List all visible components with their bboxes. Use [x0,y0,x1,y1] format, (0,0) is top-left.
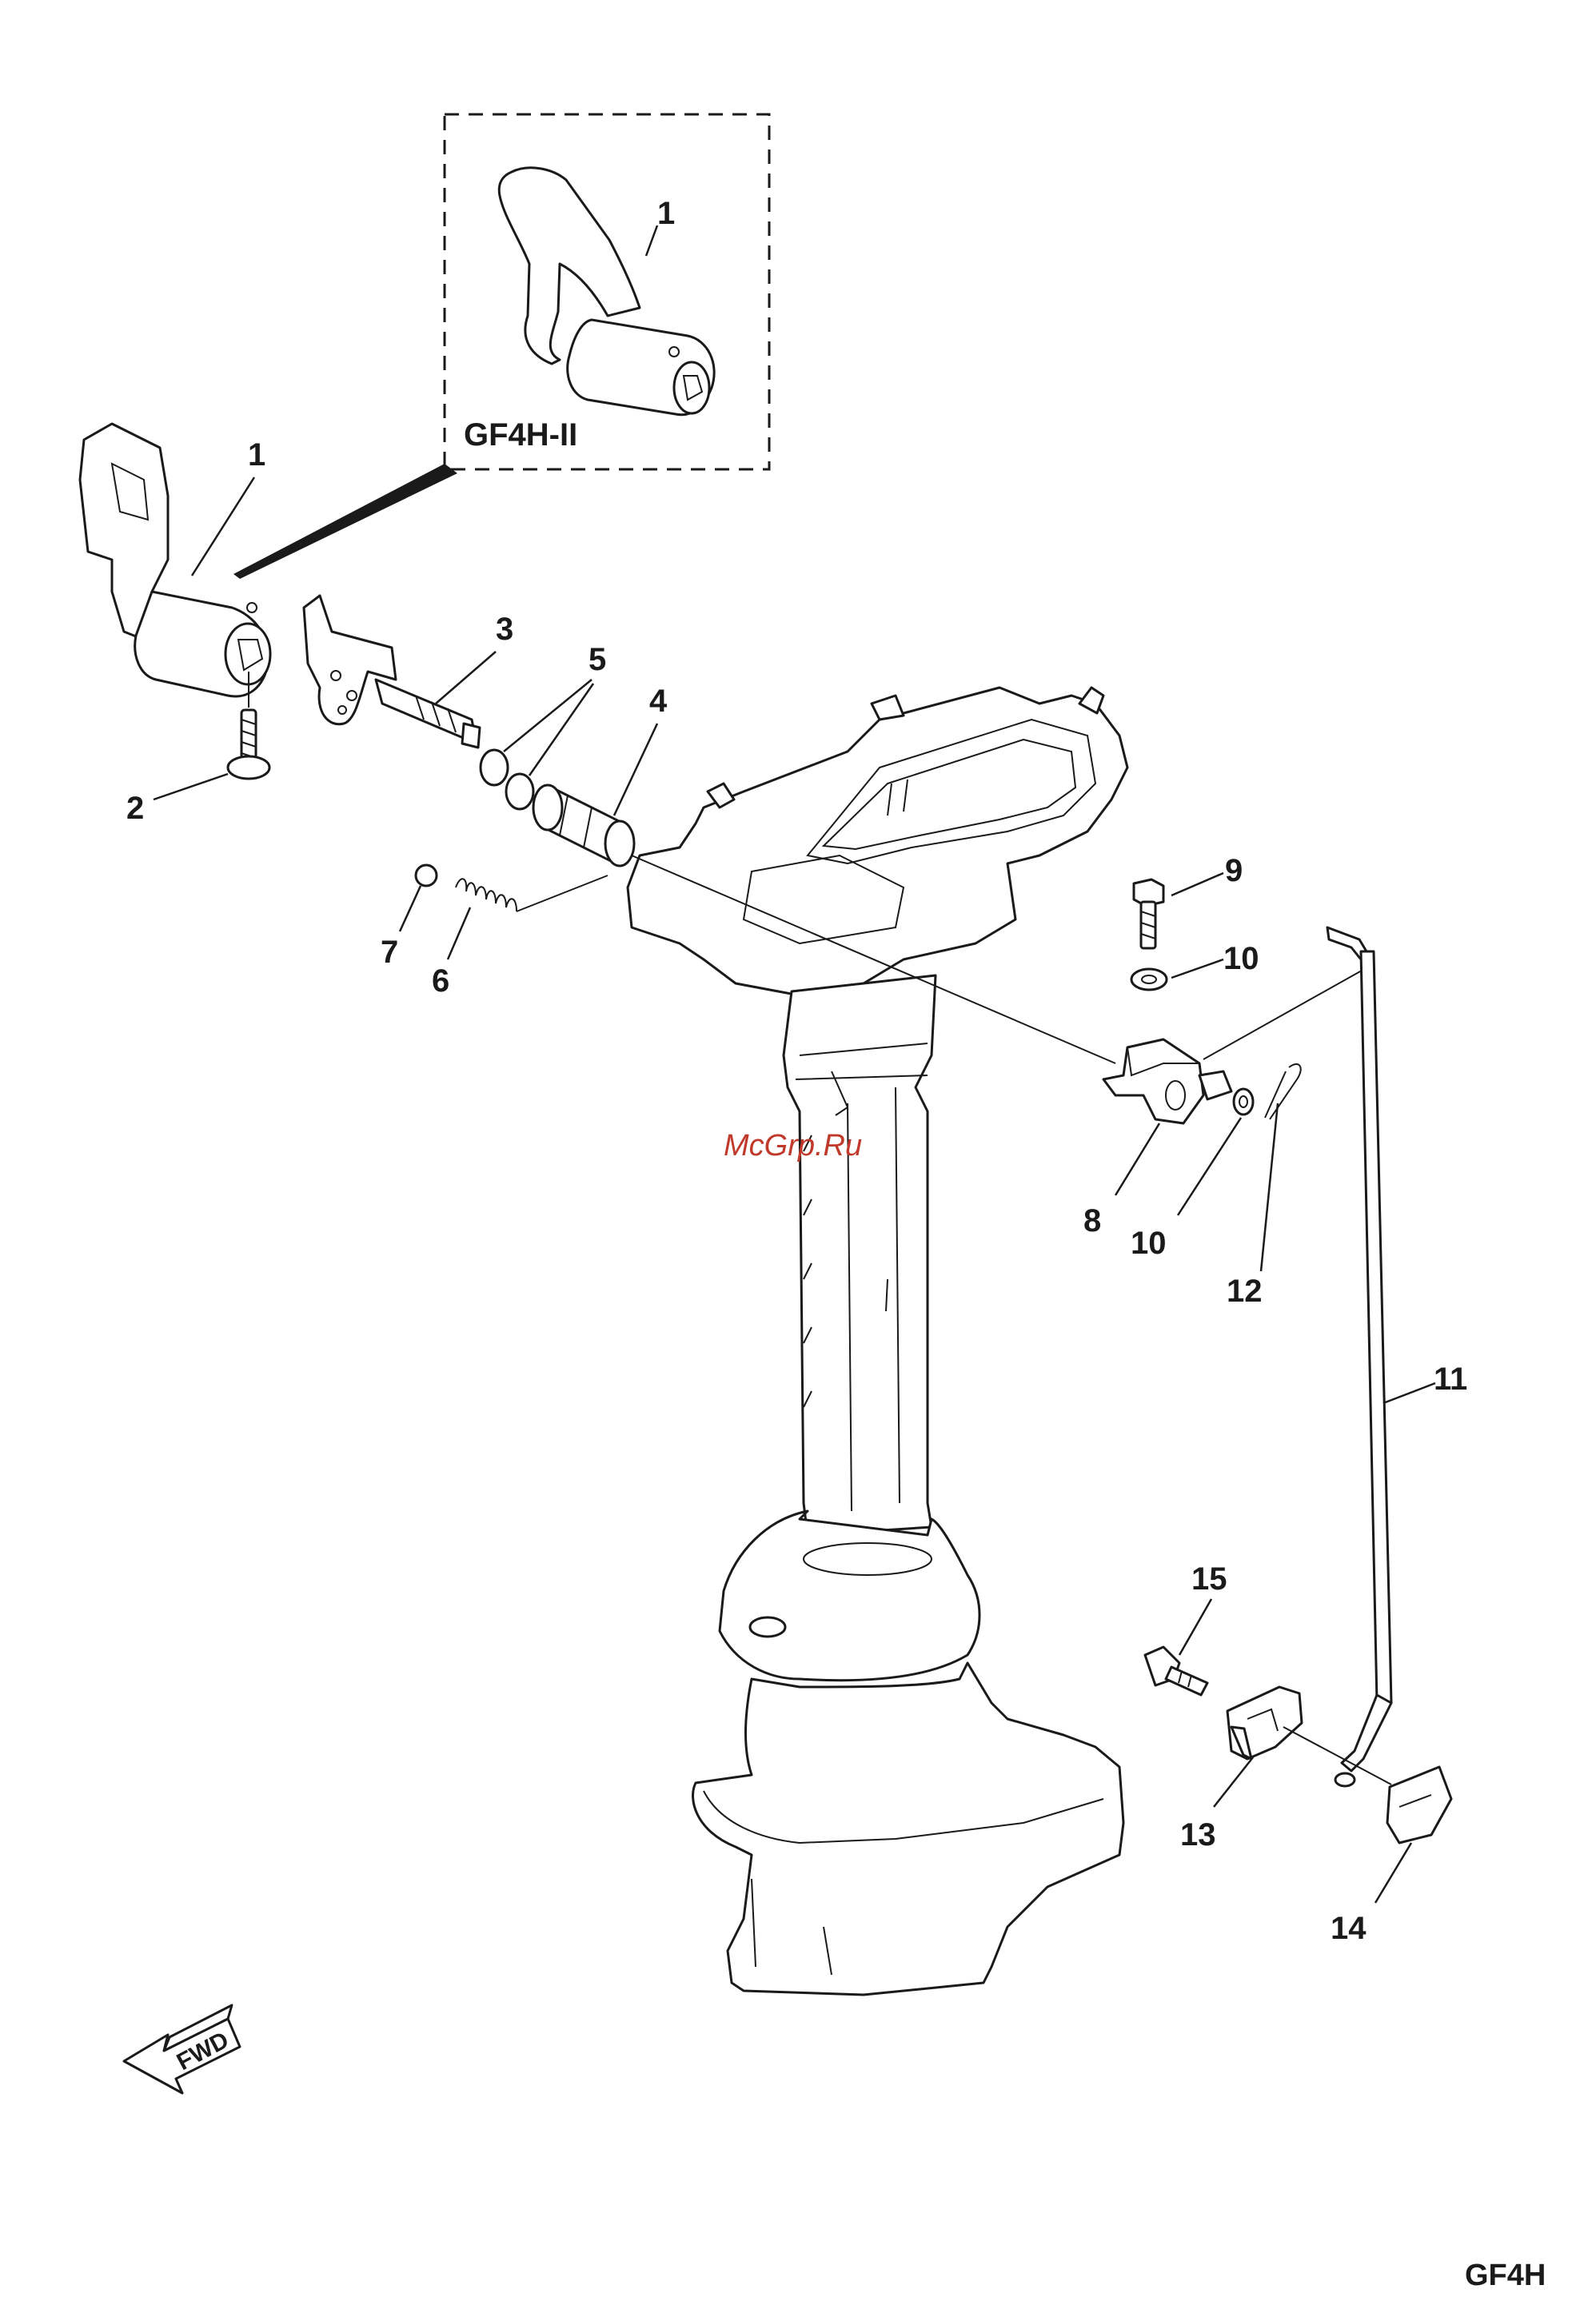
inset-lever-bore [674,362,709,413]
leader-1-inset [646,225,657,256]
leader-7 [400,886,421,931]
part-1-shift-lever [80,424,270,696]
callout-6: 6 [432,963,449,999]
leader-4 [614,724,657,816]
leader-10b [1178,1118,1241,1215]
leader-5a [504,680,592,752]
leader-15 [1179,1599,1211,1655]
part-11-shift-rod [1327,927,1391,1786]
callout-3: 3 [496,612,513,647]
leader-12 [1261,1103,1278,1271]
callout-1: 1 [248,437,265,473]
part-10-washer-side [1234,1089,1253,1115]
part-8-bracket [1103,1039,1231,1123]
callout-9: 9 [1225,853,1243,888]
callout-10a: 10 [1223,941,1259,976]
part-13-clamp [1227,1687,1302,1759]
part-10-washer-top [1131,969,1167,990]
callout-12: 12 [1227,1274,1263,1309]
part-14-clip [1387,1767,1451,1843]
leader-6 [448,907,470,959]
leader-14 [1375,1843,1411,1903]
callout-11: 11 [1434,1362,1467,1397]
housing-mount-hole [750,1617,785,1637]
part-9-bolt [1134,879,1163,948]
callout-1-inset: 1 [657,196,675,231]
callout-14: 14 [1331,1911,1367,1946]
inset-shift-lever [499,168,714,415]
leader-9 [1171,873,1223,895]
leader-11 [1383,1383,1435,1403]
inset-group: GF4H-II 1 [445,114,769,469]
part-15-bolt [1145,1647,1207,1695]
callout-15: 15 [1191,1561,1227,1597]
fwd-arrow-icon: FWD [124,2005,240,2093]
part-3-shift-rod [304,596,480,748]
part-12-cotter-pin [1265,1064,1301,1119]
model-code: GF4H [1465,2259,1546,2292]
callout-5: 5 [589,642,606,677]
leader-3 [436,652,496,704]
assembly-line-bracket-rod [1203,967,1367,1059]
part-4-bushing [533,785,634,866]
leader-2 [154,774,228,800]
part-5-o-rings [481,750,533,809]
drive-shaft-housing [628,688,1127,1995]
leader-1 [192,477,254,576]
leader-13 [1214,1757,1253,1807]
leader-8 [1115,1123,1159,1195]
callout-8: 8 [1083,1203,1101,1238]
leader-5b [529,684,593,776]
leader-10a [1171,959,1223,978]
inset-label: GF4H-II [464,417,577,453]
callout-7: 7 [381,935,398,970]
part-2-screw [228,710,269,779]
callout-2: 2 [126,791,144,826]
watermark: McGrp.Ru [724,1129,862,1162]
part-7-ball [416,865,437,886]
inset-pointer-wedge [233,464,457,579]
callout-10b: 10 [1131,1226,1167,1261]
callout-13: 13 [1180,1817,1216,1852]
part-6-spring [456,875,608,911]
callout-4: 4 [649,684,668,719]
